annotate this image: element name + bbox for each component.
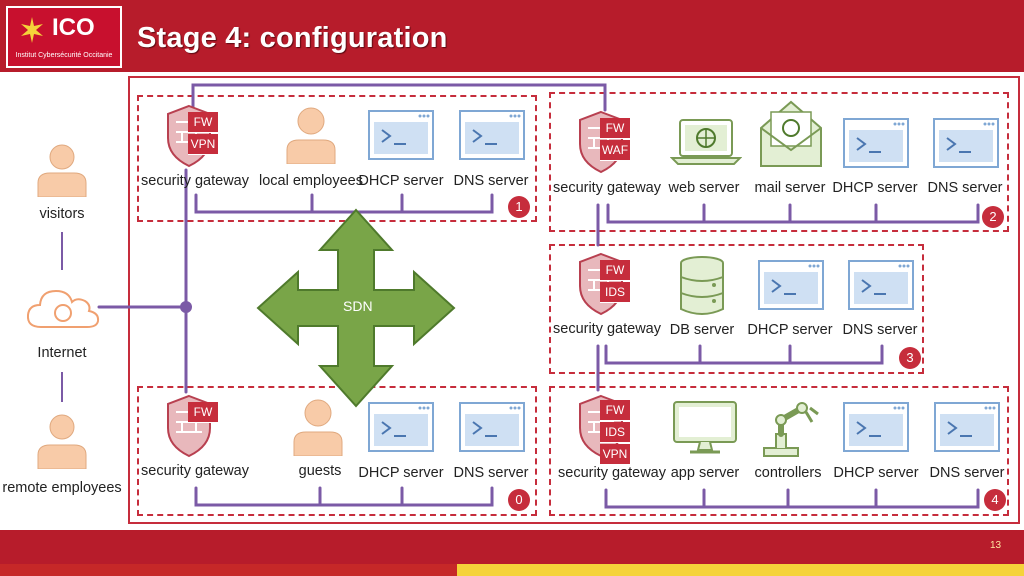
dhcp-server-terminal-icon xyxy=(368,110,434,160)
local-employees-person-icon xyxy=(286,107,336,164)
logo-subtitle: Institut Cybersécurité Occitanie xyxy=(15,52,113,59)
ids-tag: IDS xyxy=(600,422,630,443)
fw-tag: FW xyxy=(188,112,218,133)
zone-2-badge: 2 xyxy=(982,206,1004,228)
footer-stripe-yellow xyxy=(457,564,1024,576)
z2-label-security-gateway: security gateway xyxy=(553,180,661,196)
internet-cloud-icon xyxy=(26,289,100,328)
fw-tag: FW xyxy=(600,400,630,421)
firewall-shield-icon: FW xyxy=(166,394,222,458)
vpn-tag: VPN xyxy=(188,134,218,155)
firewall-shield-icon: FW IDS VPN xyxy=(578,394,634,465)
z4-label-security-gateway: security gateway xyxy=(558,465,666,481)
zone-3 xyxy=(549,244,924,374)
internet-label: Internet xyxy=(37,345,87,361)
z3-label-db-server: DB server xyxy=(669,322,735,338)
footer-bar xyxy=(0,530,1024,564)
app-server-monitor-icon xyxy=(673,401,737,454)
z4-label-controllers: controllers xyxy=(754,465,822,481)
guests-person-icon xyxy=(293,399,343,456)
zone-1 xyxy=(137,95,537,222)
dns-server-terminal-icon xyxy=(934,402,1000,452)
z2-label-dhcp-server: DHCP server xyxy=(832,180,918,196)
remote-employees-person-icon xyxy=(37,414,87,469)
dns-server-terminal-icon xyxy=(848,260,914,310)
z2-label-mail-server: mail server xyxy=(754,180,826,196)
header-bar xyxy=(0,0,1024,72)
zone-0 xyxy=(137,386,537,516)
zone-4 xyxy=(549,386,1009,516)
visitors-label: visitors xyxy=(39,206,85,222)
fw-tag: FW xyxy=(600,260,630,281)
visitors-person-icon xyxy=(37,144,87,197)
ico-logo: ICO Institut Cybersécurité Occitanie xyxy=(6,6,122,68)
z4-label-dns-server: DNS server xyxy=(929,465,1005,481)
logo-text: ICO xyxy=(52,14,95,41)
zone-3-badge: 3 xyxy=(899,347,921,369)
dhcp-server-terminal-icon xyxy=(368,402,434,452)
sdn-cross-arrow-icon xyxy=(256,208,456,408)
mail-server-envelope-icon xyxy=(760,100,822,167)
dns-server-terminal-icon xyxy=(933,118,999,168)
dhcp-server-terminal-icon xyxy=(843,118,909,168)
zone-1-badge: 1 xyxy=(508,196,530,218)
page-title: Stage 4: configuration xyxy=(137,22,448,54)
z2-label-dns-server: DNS server xyxy=(927,180,1003,196)
dns-server-terminal-icon xyxy=(459,110,525,160)
z4-label-app-server: app server xyxy=(670,465,740,481)
footer-stripe-red xyxy=(0,564,457,576)
z3-label-dns-server: DNS server xyxy=(842,322,918,338)
zone-2 xyxy=(549,92,1009,232)
waf-tag: WAF xyxy=(600,140,630,161)
z4-label-dhcp-server: DHCP server xyxy=(833,465,919,481)
fw-tag: FW xyxy=(188,402,218,423)
z0-label-dhcp-server: DHCP server xyxy=(358,465,444,481)
controllers-robot-arm-icon xyxy=(763,402,819,457)
z2-label-web-server: web server xyxy=(668,180,740,196)
db-server-database-icon xyxy=(680,256,724,315)
dhcp-server-terminal-icon xyxy=(843,402,909,452)
z1-label-dns-server: DNS server xyxy=(453,173,529,189)
ico-logo-mark-icon xyxy=(21,17,43,43)
firewall-shield-icon: FW IDS xyxy=(578,252,634,316)
z3-label-security-gateway: security gateway xyxy=(553,321,661,337)
z0-label-guests: guests xyxy=(298,463,342,479)
fw-tag: FW xyxy=(600,118,630,139)
z1-label-security-gateway: security gateway xyxy=(141,173,249,189)
zone-0-badge: 0 xyxy=(508,489,530,511)
remote-employees-label: remote employees xyxy=(2,480,122,496)
dhcp-server-terminal-icon xyxy=(758,260,824,310)
web-server-laptop-icon xyxy=(670,119,742,165)
vpn-tag: VPN xyxy=(600,444,630,465)
page-number: 13 xyxy=(990,540,1002,551)
zone-4-badge: 4 xyxy=(984,489,1006,511)
network-frame xyxy=(128,76,1020,524)
z3-label-dhcp-server: DHCP server xyxy=(747,322,833,338)
dns-server-terminal-icon xyxy=(459,402,525,452)
z1-label-dhcp-server: DHCP server xyxy=(358,173,444,189)
firewall-shield-icon: FW WAF xyxy=(578,110,634,174)
firewall-shield-icon: FW VPN xyxy=(166,104,222,168)
z0-label-dns-server: DNS server xyxy=(453,465,529,481)
sdn-label: SDN xyxy=(343,298,373,314)
z1-label-local-employees: local employees xyxy=(259,173,363,189)
ids-tag: IDS xyxy=(600,282,630,303)
z0-label-security-gateway: security gateway xyxy=(141,463,249,479)
